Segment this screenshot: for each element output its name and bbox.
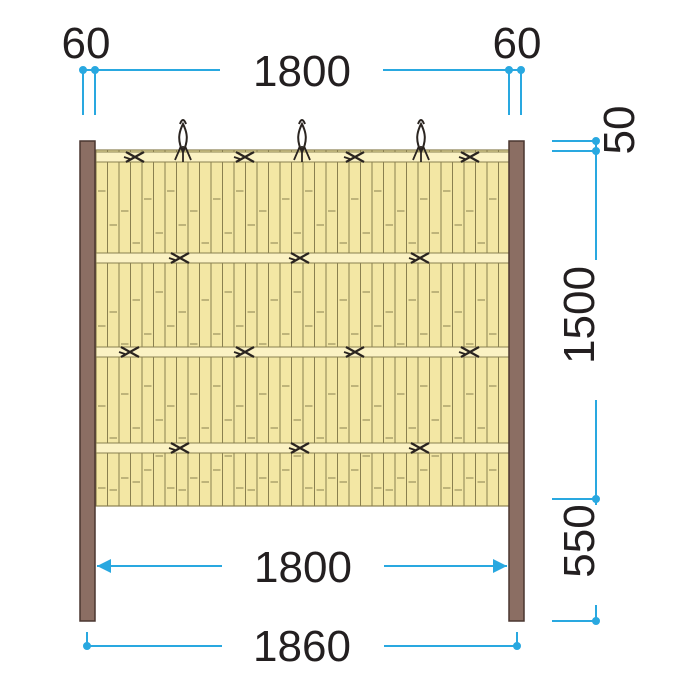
rope-tail: [118, 351, 126, 355]
rope-tie: [290, 442, 310, 454]
rope-tie: [410, 442, 430, 454]
top-rope-knots: [174, 119, 430, 162]
rail-bar: [95, 346, 511, 358]
rope-knot-tails: [412, 145, 430, 162]
rope-bindings: [118, 151, 480, 454]
rope-tie: [235, 151, 255, 163]
overall-bottom-dimension: [83, 632, 521, 650]
top-dimension: [79, 66, 525, 115]
rope-knot-top: [179, 119, 187, 125]
rope-tail: [168, 447, 176, 451]
rope-tail: [458, 156, 466, 160]
rope-tail: [288, 257, 296, 261]
rope-knot-top: [298, 119, 306, 125]
left-post: [79, 140, 96, 622]
dim-bottom-inner-span: 1800: [254, 543, 352, 592]
dim-side-ground-gap: 550: [555, 504, 604, 577]
rope-tie: [235, 346, 255, 358]
rope-tail: [168, 257, 176, 261]
rope-tail: [343, 351, 351, 355]
rope-tail: [288, 447, 296, 451]
side-dimension: [552, 137, 600, 625]
rope-tie: [125, 151, 145, 163]
dim-top-left-post: 60: [62, 19, 111, 68]
rope-tail: [408, 257, 416, 261]
rope-tie: [410, 252, 430, 264]
rope-tie: [460, 346, 480, 358]
rope-knot: [416, 121, 426, 153]
rope-tail: [458, 351, 466, 355]
rope-tie: [170, 252, 190, 264]
rope-tie: [460, 151, 480, 163]
dim-top-right-post: 60: [493, 19, 542, 68]
rope-tie: [290, 252, 310, 264]
rope-knot: [178, 121, 188, 153]
dim-side-panel-height: 1500: [555, 266, 604, 364]
rope-tie: [170, 442, 190, 454]
rope-tail: [123, 156, 131, 160]
rail-bar: [95, 252, 511, 264]
rope-tail: [233, 351, 241, 355]
rope-knot-tails: [174, 145, 192, 162]
rail-bar: [95, 151, 511, 163]
rope-knot-top: [417, 119, 425, 125]
dim-side-top-cap: 50: [595, 106, 644, 155]
fence-panel: [95, 119, 511, 507]
dim-top-panel: 1800: [253, 47, 351, 96]
right-post: [508, 140, 525, 622]
dim-bottom-overall: 1860: [253, 622, 351, 671]
rope-tie: [345, 151, 365, 163]
inner-bottom-dimension: [97, 559, 507, 573]
rope-tie: [120, 346, 140, 358]
rail-bar: [95, 442, 511, 454]
rope-tie: [345, 346, 365, 358]
rope-tail: [408, 447, 416, 451]
rope-tail: [233, 156, 241, 160]
rope-tail: [343, 156, 351, 160]
rope-knot-tails: [293, 145, 311, 162]
rope-knot: [297, 121, 307, 153]
